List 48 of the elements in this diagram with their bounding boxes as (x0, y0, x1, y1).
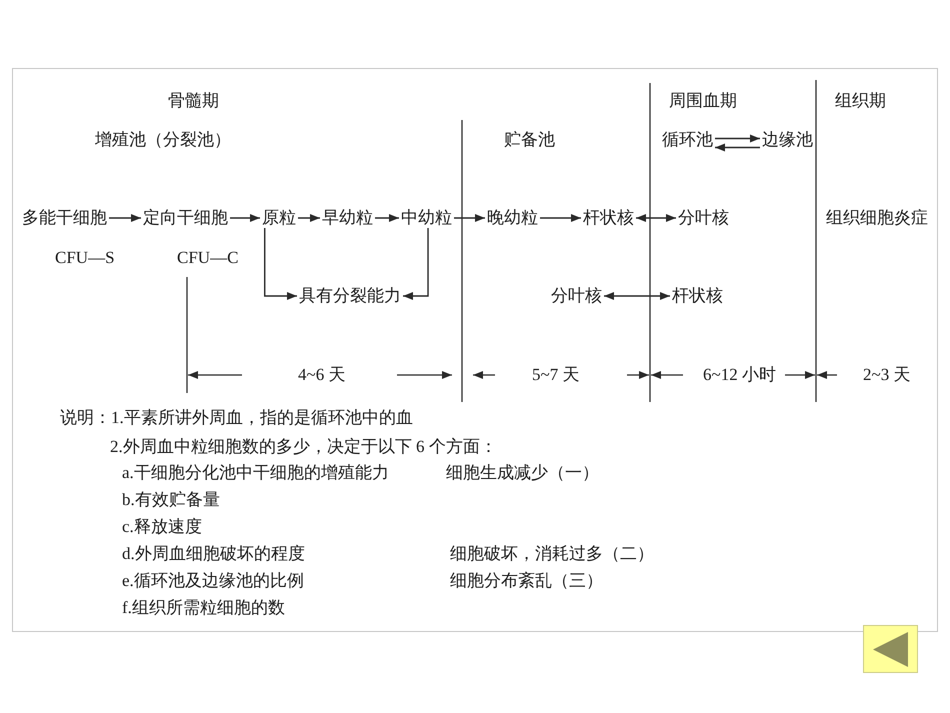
note-text: 说明：1.平素所讲外周血，指的是循环池中的血 (60, 408, 413, 428)
arrow (264, 228, 297, 300)
note-text: c.释放速度 (122, 517, 202, 537)
arrow (715, 144, 760, 152)
arrow (230, 214, 260, 222)
arrow (540, 214, 581, 222)
duration-label: 5~7 天 (532, 365, 580, 385)
code-label: CFU—S (55, 248, 115, 268)
flow-label: 杆状核 (583, 208, 634, 228)
period-heading: 骨髓期 (168, 91, 219, 111)
note-text: d.外周血细胞破坏的程度 (122, 544, 305, 564)
arrow (715, 134, 760, 142)
duration-label: 2~3 天 (863, 365, 910, 385)
flow-label: 边缘池 (762, 130, 813, 150)
duration-label: 4~6 天 (298, 365, 346, 385)
flow-label: 原粒 (262, 208, 296, 228)
pool-heading: 贮备池 (504, 130, 555, 150)
note-text: 细胞破坏，消耗过多（二） (450, 544, 654, 564)
flow-label: 定向干细胞 (143, 208, 228, 228)
note-text: f.组织所需粒细胞的数 (122, 598, 285, 618)
note-text: 2.外周血中粒细胞数的多少，决定于以下 6 个方面： (110, 437, 497, 457)
arrow (109, 214, 141, 222)
period-heading: 周围血期 (669, 91, 737, 111)
arrow (636, 214, 676, 222)
arrow (403, 228, 429, 300)
flow-label: 分叶核 (678, 208, 729, 228)
flow-label: 分叶核 (551, 286, 602, 306)
note-text: 细胞分布紊乱（三） (450, 571, 603, 591)
arrow (454, 214, 485, 222)
flow-label: 循环池 (662, 130, 713, 150)
note-text: b.有效贮备量 (122, 490, 220, 510)
period-heading: 组织期 (835, 91, 886, 111)
note-text: a.干细胞分化池中干细胞的增殖能力 (122, 463, 389, 483)
arrow (375, 214, 399, 222)
flow-label: 中幼粒 (401, 208, 452, 228)
flow-label: 具有分裂能力 (299, 286, 401, 306)
flow-label: 晚幼粒 (487, 208, 538, 228)
note-text: e.循环池及边缘池的比例 (122, 571, 304, 591)
code-label: CFU—C (177, 248, 238, 268)
stage-label: 组织细胞炎症 (826, 208, 928, 228)
arrow (298, 214, 320, 222)
duration-label: 6~12 小时 (703, 365, 776, 385)
note-text: 细胞生成减少（一） (446, 463, 599, 483)
pool-heading: 增殖池（分裂池） (95, 130, 231, 150)
flow-label: 杆状核 (672, 286, 723, 306)
arrow (604, 292, 670, 300)
flow-label: 早幼粒 (322, 208, 373, 228)
flow-label: 多能干细胞 (22, 208, 107, 228)
